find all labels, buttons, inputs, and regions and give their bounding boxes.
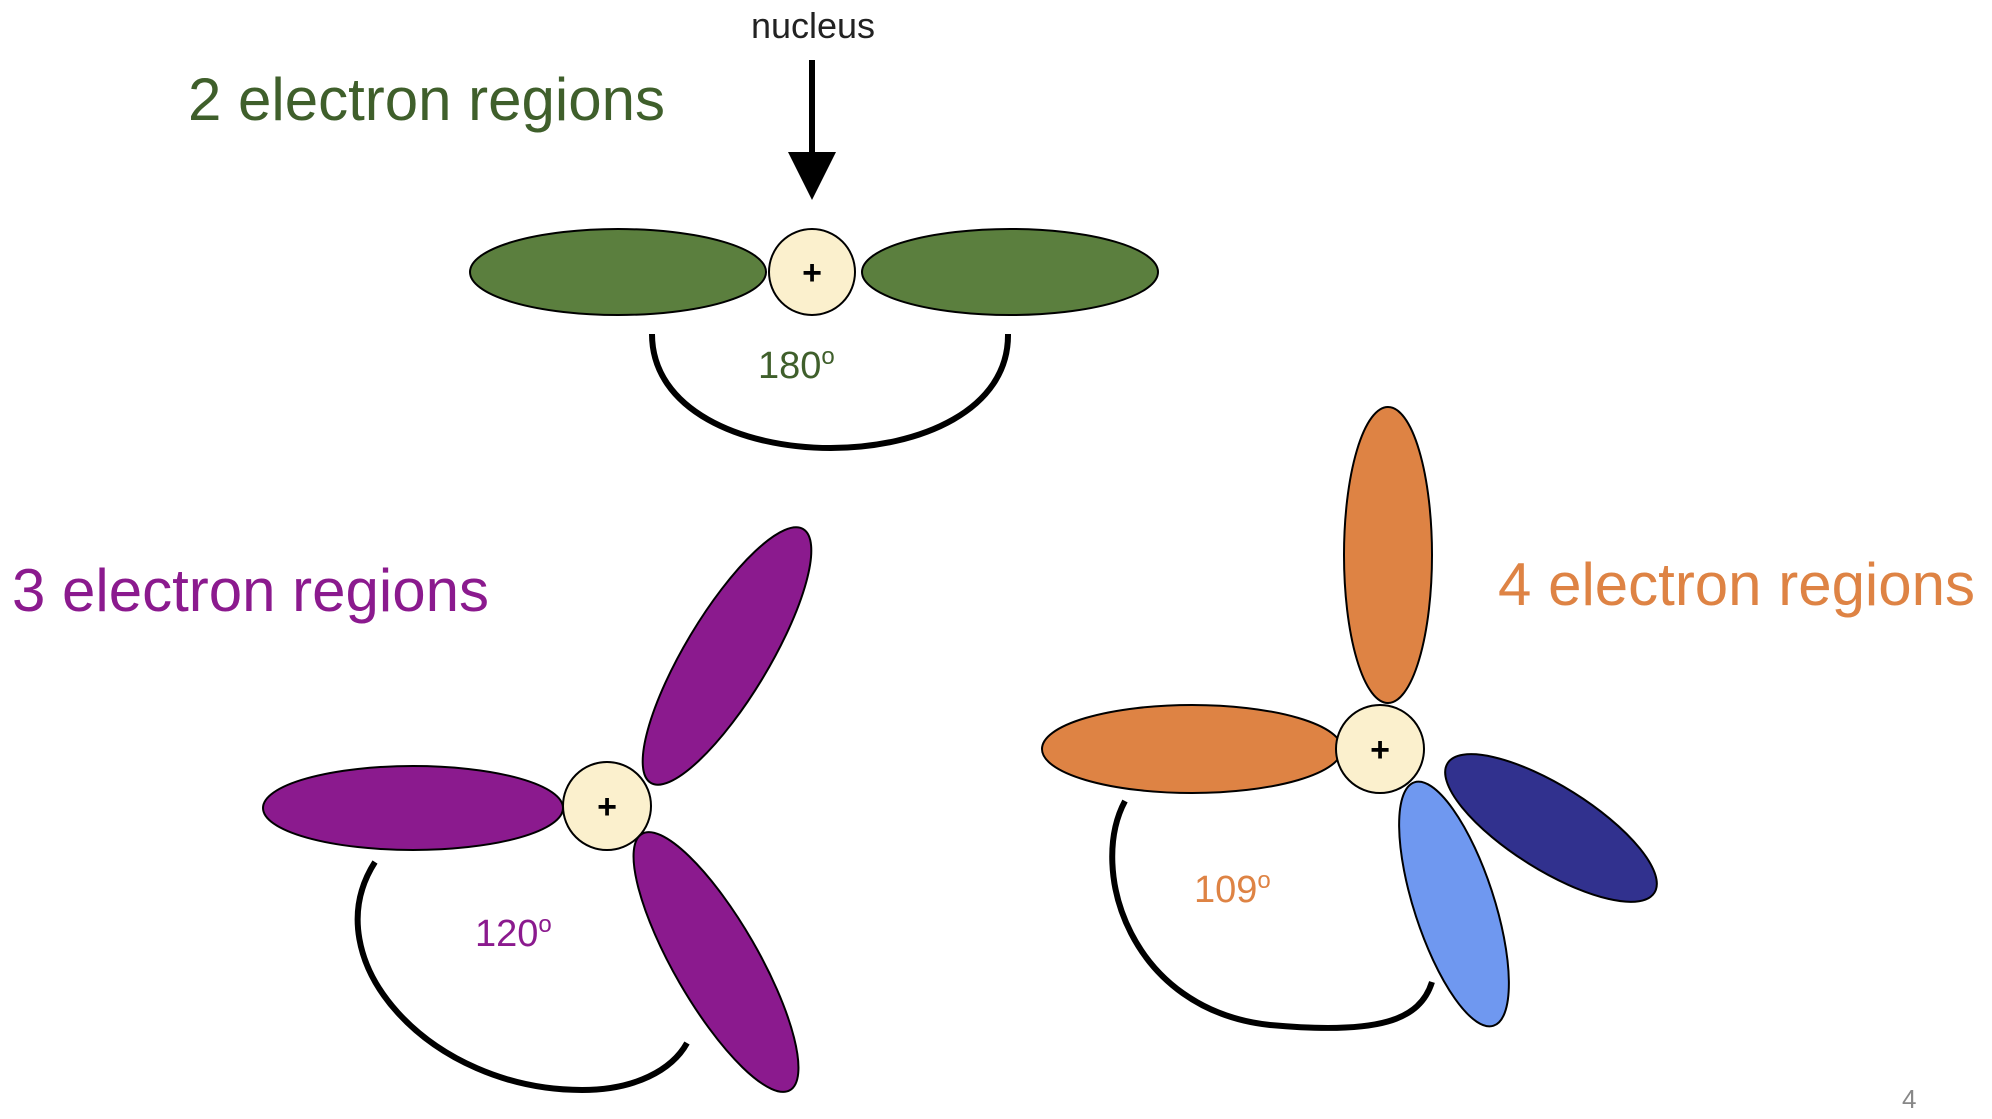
degree-mark-180: o bbox=[821, 343, 834, 370]
angle-value-120: 120 bbox=[475, 913, 538, 955]
degree-mark-120: o bbox=[538, 911, 551, 938]
degree-mark-109: o bbox=[1257, 867, 1270, 894]
group-two-regions: 2 electron regions nucleus + 180o bbox=[188, 5, 1159, 451]
nucleus-plus-four: + bbox=[1370, 731, 1390, 769]
angle-value-180: 180 bbox=[758, 345, 821, 387]
title-two-regions: 2 electron regions bbox=[188, 66, 665, 133]
page-number: 4 bbox=[1902, 1084, 1916, 1114]
nucleus-circle-four bbox=[1335, 704, 1425, 794]
electron-region-left bbox=[469, 228, 767, 316]
angle-arc-180 bbox=[649, 333, 1012, 451]
title-three-regions: 3 electron regions bbox=[12, 557, 489, 624]
nucleus-plus-three: + bbox=[597, 788, 617, 826]
nucleus-label: nucleus bbox=[751, 5, 875, 46]
nucleus-plus-two: + bbox=[802, 254, 822, 292]
electron-region-left-three bbox=[262, 765, 564, 851]
title-four-regions: 4 electron regions bbox=[1498, 551, 1975, 618]
angle-value-109: 109 bbox=[1194, 869, 1257, 911]
electron-region-top-four bbox=[1343, 406, 1433, 704]
nucleus-circle-three bbox=[562, 761, 652, 851]
angle-arc-109 bbox=[1109, 799, 1435, 1032]
electron-region-back-four bbox=[1444, 753, 1658, 903]
angle-arc-120 bbox=[354, 860, 690, 1094]
nucleus-circle-two bbox=[768, 228, 856, 316]
electron-region-front-four bbox=[1398, 780, 1510, 1028]
angle-label-109: 109o bbox=[1194, 867, 1271, 911]
group-four-regions: 4 electron regions + 109o bbox=[1041, 406, 1975, 1032]
electron-region-upper-three bbox=[641, 526, 813, 786]
electron-region-left-four bbox=[1041, 704, 1343, 794]
electron-region-lower-three bbox=[632, 831, 800, 1093]
angle-label-180: 180o bbox=[758, 343, 835, 387]
angle-label-120: 120o bbox=[475, 911, 552, 955]
group-three-regions: 3 electron regions + 120o bbox=[12, 526, 813, 1094]
electron-region-right bbox=[861, 228, 1159, 316]
